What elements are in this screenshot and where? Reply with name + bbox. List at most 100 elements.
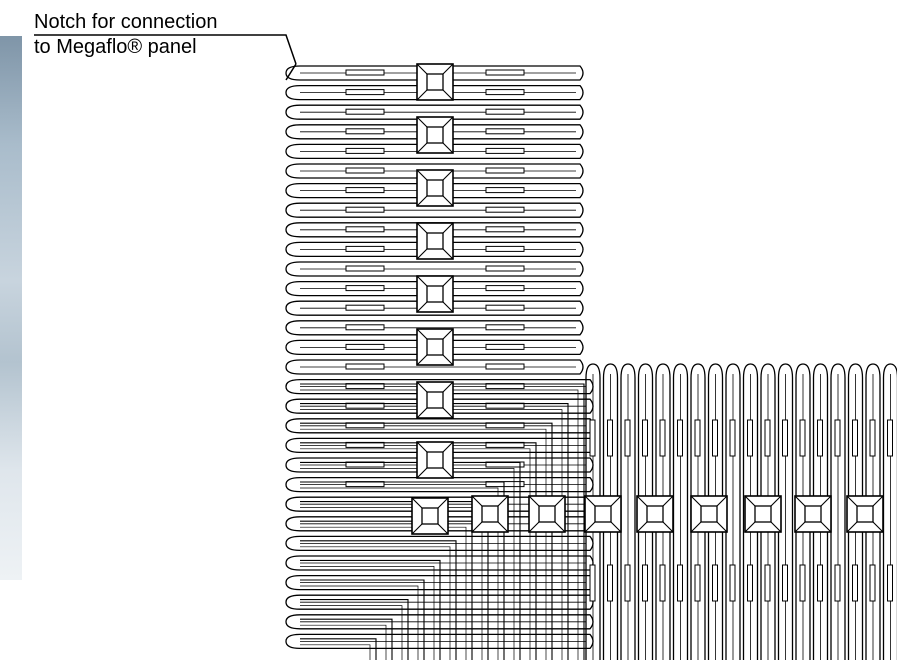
corner-l-line: [300, 526, 467, 660]
rib-slot: [834, 564, 841, 602]
rib-slot: [485, 89, 525, 96]
rib-outline: [882, 363, 897, 660]
rib-slot: [887, 564, 893, 602]
rib-outline: [865, 363, 881, 660]
rib-slot: [607, 564, 613, 602]
corner-l-line: [300, 403, 569, 660]
corner-l-line: [300, 468, 515, 660]
corner-l-line: [300, 383, 585, 660]
connector-edges: [416, 328, 454, 366]
corner-l-line: [300, 389, 579, 660]
connector-inner: [481, 505, 499, 523]
rib-outline: [285, 280, 584, 297]
connector-inner: [646, 505, 664, 523]
corner-l-line: [300, 428, 547, 660]
connector-edges: [416, 222, 454, 260]
rib-outline: [760, 363, 776, 660]
connector-edges: [584, 495, 622, 533]
rib-slot: [485, 128, 525, 135]
corner-l-line: [300, 442, 537, 660]
vertical-rib: [760, 363, 776, 660]
vertical-rib: [742, 363, 759, 660]
rib-outline: [830, 363, 846, 660]
square-pyramid-connector-icon: [416, 441, 454, 479]
callout-line-1: Notch for connection: [34, 11, 218, 33]
connector-inner: [426, 338, 444, 356]
rib-slot: [485, 206, 525, 213]
rib-outline: [707, 363, 724, 660]
rib-outline: [777, 363, 794, 660]
square-pyramid-connector-icon: [416, 63, 454, 101]
corner-l-line: [300, 487, 499, 660]
rib-outline: [285, 202, 584, 218]
rib-slot: [345, 363, 385, 370]
corner-l-line: [300, 579, 425, 660]
rib-slot: [485, 285, 525, 292]
corner-l-line: [300, 448, 531, 660]
corner-l-line: [300, 546, 451, 660]
square-pyramid-connector-icon: [690, 495, 728, 533]
horizontal-rib: [285, 476, 594, 493]
rib-slot: [852, 564, 858, 602]
rib-slot: [345, 265, 385, 272]
vertical-rib: [725, 363, 741, 660]
rib-slot: [764, 419, 771, 457]
rib-slot: [345, 304, 385, 311]
rib-slot: [834, 419, 841, 457]
rib-slot: [345, 285, 385, 292]
rib-slot: [887, 419, 893, 457]
rib-slot: [694, 419, 701, 457]
rib-slot: [677, 564, 683, 602]
rib-slot: [485, 245, 525, 252]
horizontal-rib: [285, 320, 584, 336]
connector-edges: [846, 495, 884, 533]
rib-slot: [869, 564, 876, 602]
rib-outline: [812, 363, 829, 660]
rib-slot: [345, 128, 385, 135]
rib-slot: [589, 419, 596, 457]
rib-slot: [345, 226, 385, 233]
corner-l-line: [300, 566, 435, 660]
square-pyramid-connector-icon: [794, 495, 832, 533]
rib-slot: [485, 226, 525, 233]
vertical-rib: [882, 363, 897, 660]
rib-slot: [485, 265, 525, 272]
square-pyramid-connector-icon: [411, 497, 449, 535]
rib-outline: [285, 222, 584, 238]
rib-slot: [747, 564, 753, 602]
square-pyramid-connector-icon: [846, 495, 884, 533]
connectors-group: [411, 63, 884, 535]
callout-line-2: to Megaflo® panel: [34, 36, 197, 58]
rib-slot: [485, 187, 525, 194]
square-pyramid-connector-icon: [416, 275, 454, 313]
rib-outline: [672, 363, 689, 660]
horizontal-rib: [285, 300, 584, 316]
connector-edges: [744, 495, 782, 533]
connector-edges: [416, 441, 454, 479]
rib-slot: [589, 564, 596, 602]
horizontal-rib: [285, 124, 584, 140]
rib-slot: [677, 419, 683, 457]
corner-l-line: [300, 461, 521, 660]
rib-slot: [485, 481, 525, 488]
rib-slot: [345, 343, 385, 350]
corner-l-line: [300, 599, 409, 660]
vertical-rib: [830, 363, 846, 660]
rib-slot: [485, 324, 525, 331]
rib-outline: [847, 363, 864, 660]
connector-inner: [426, 126, 444, 144]
rib-slot: [485, 363, 525, 370]
vertical-rib: [672, 363, 689, 660]
rib-outline: [620, 363, 636, 660]
rib-outline: [585, 363, 601, 660]
rib-slot: [345, 245, 385, 252]
rib-slot: [764, 564, 771, 602]
square-pyramid-connector-icon: [528, 495, 566, 533]
corner-l-line: [300, 540, 457, 660]
connector-edges: [636, 495, 674, 533]
connector-inner: [700, 505, 718, 523]
connector-inner: [426, 451, 444, 469]
connector-inner: [426, 285, 444, 303]
square-pyramid-connector-icon: [416, 222, 454, 260]
